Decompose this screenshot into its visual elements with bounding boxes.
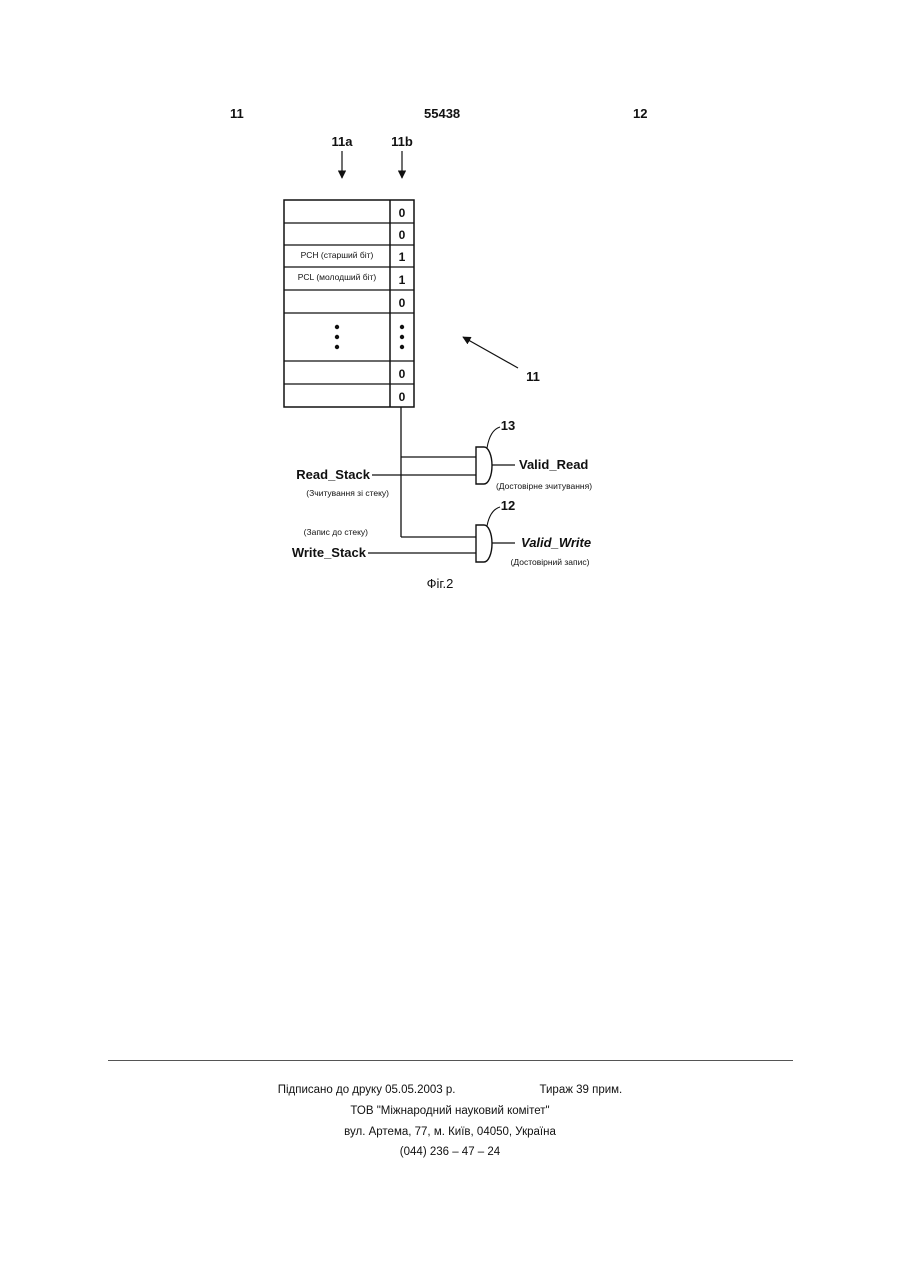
- signal-read-stack: Read_Stack: [296, 467, 370, 482]
- ellipsis-dots-bit: [400, 325, 404, 349]
- and-gate-12: [476, 525, 492, 562]
- footer-phone: (044) 236 – 47 – 24: [0, 1146, 900, 1158]
- footer-rule: [108, 1060, 793, 1061]
- row-bit: 0: [399, 206, 406, 220]
- row-bit: 1: [399, 273, 406, 287]
- row-bit: 0: [399, 228, 406, 242]
- signal-valid-read-note: (Достовірне зчитування): [496, 481, 592, 491]
- label-11b: 11b: [391, 134, 413, 149]
- figure-caption: Фіг.2: [427, 576, 454, 591]
- row-name-pcl: PCL (молодший біт): [298, 272, 377, 282]
- leader-12: [487, 507, 500, 526]
- footer-print-info: Підписано до друку 05.05.2003 р. Тираж 39…: [0, 1084, 900, 1096]
- stack-figure: 11a 11b PCH (старший біт) PCL (молодший …: [0, 0, 900, 620]
- row-bit: 1: [399, 250, 406, 264]
- signal-valid-write: Valid_Write: [521, 535, 591, 550]
- and-gate-13: [476, 447, 492, 484]
- stack-outline: [284, 200, 414, 407]
- signal-read-stack-note: (Зчитування зі стеку): [306, 488, 389, 498]
- wiring: [368, 407, 515, 553]
- footer-address: вул. Артема, 77, м. Київ, 04050, Україна: [0, 1126, 900, 1138]
- label-11: 11: [526, 369, 540, 384]
- arrow-11: [463, 337, 518, 368]
- signal-valid-write-note: (Достовірний запис): [511, 557, 590, 567]
- footer-circulation: Тираж 39 прим.: [539, 1084, 622, 1096]
- row-bit: 0: [399, 390, 406, 404]
- row-bit: 0: [399, 296, 406, 310]
- row-name-pch: PCH (старший біт): [301, 250, 374, 260]
- row-bit: 0: [399, 367, 406, 381]
- stack-table: PCH (старший біт) PCL (молодший біт) 0 0…: [284, 200, 414, 407]
- signal-write-stack-note: (Запис до стеку): [304, 527, 369, 537]
- leader-13: [487, 427, 500, 448]
- footer-org: ТОВ "Міжнародний науковий комітет": [0, 1105, 900, 1117]
- label-12: 12: [501, 498, 515, 513]
- label-13: 13: [501, 418, 515, 433]
- footer-signed: Підписано до друку 05.05.2003 р.: [278, 1084, 456, 1096]
- signal-write-stack: Write_Stack: [292, 545, 367, 560]
- label-11a: 11a: [332, 134, 354, 149]
- signal-valid-read: Valid_Read: [519, 457, 588, 472]
- ellipsis-dots-name: [335, 325, 339, 349]
